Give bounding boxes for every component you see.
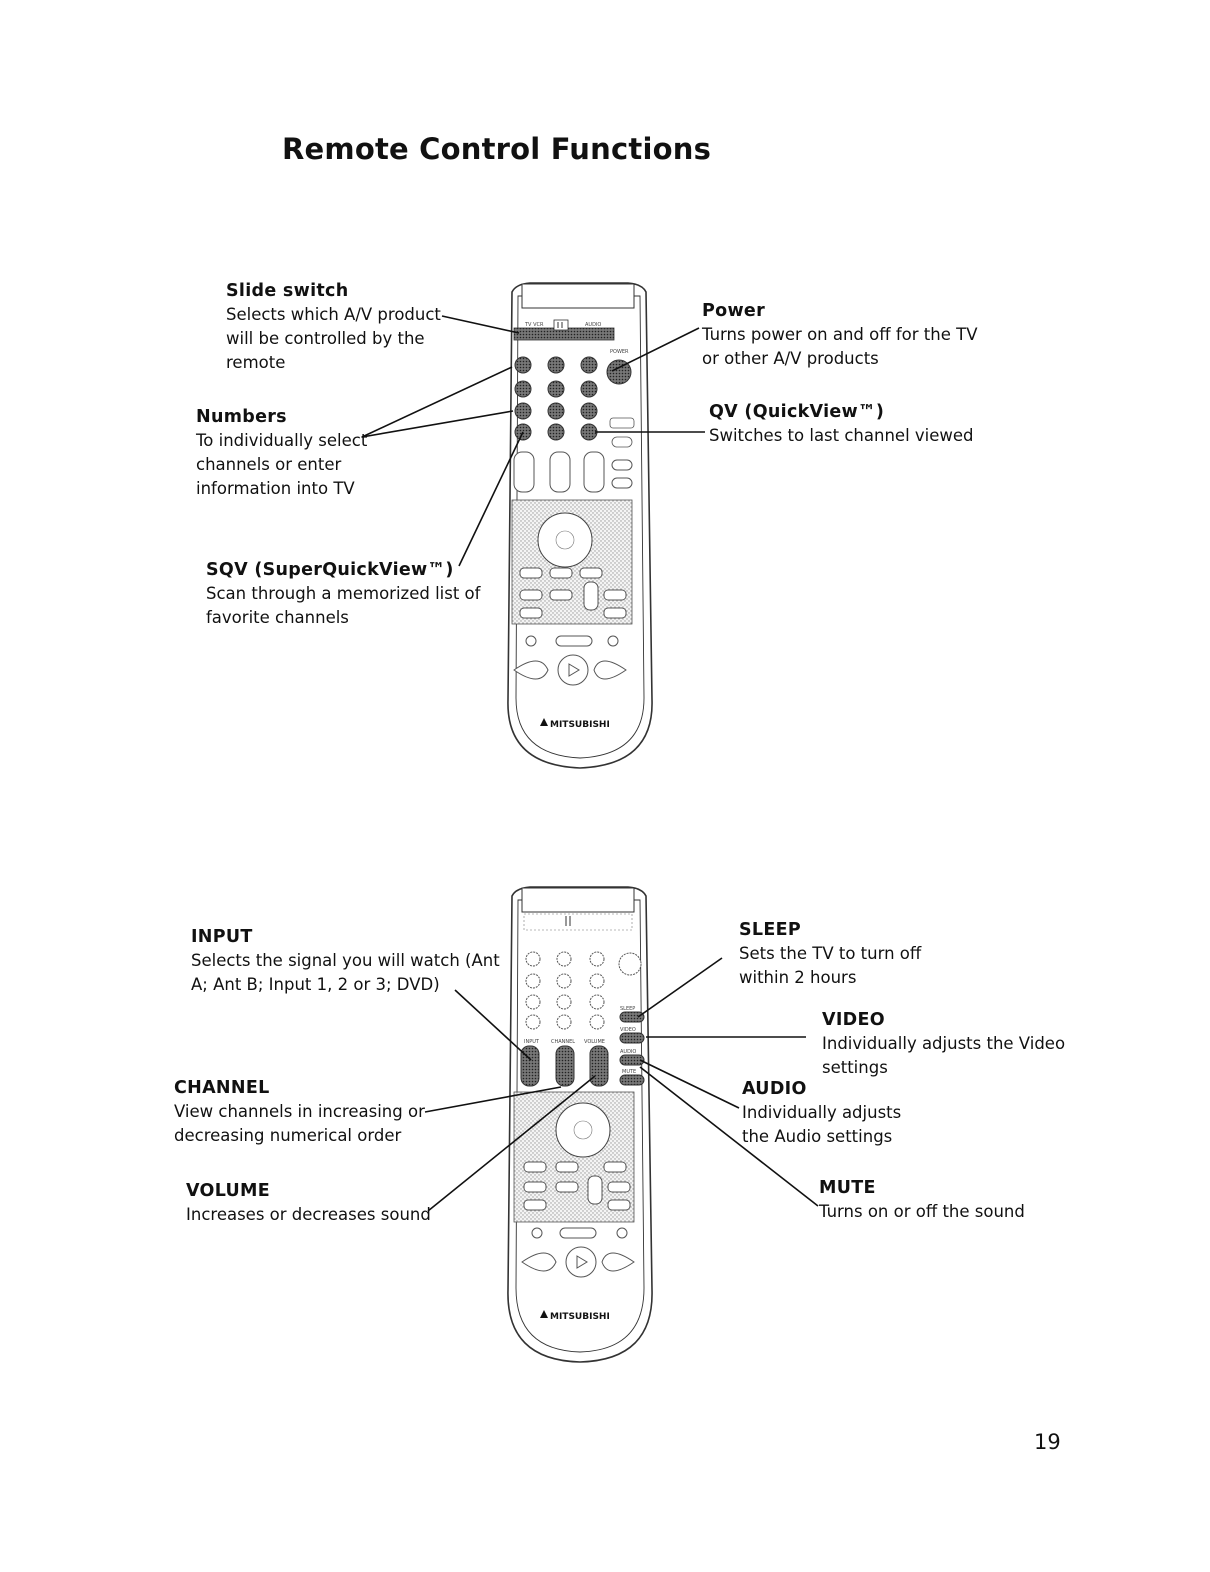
svg-text:MITSUBISHI: MITSUBISHI [550,720,610,730]
svg-text:AUDIO: AUDIO [620,1049,636,1055]
svg-text:POWER: POWER [610,349,629,355]
volume-description: Increases or decreases sound [186,1205,431,1224]
bottom-leader-lines [424,957,819,1212]
input-heading: INPUT [191,927,253,947]
mute-heading: MUTE [819,1178,876,1198]
qv-heading: QV (QuickView™) [709,402,885,422]
svg-text:AUDIO: AUDIO [585,322,601,328]
sleep-callout: SLEEP Sets the TV to turn off within 2 h… [739,918,921,990]
slide-switch-callout: Slide switch Selects which A/V product w… [226,279,441,375]
sqv-description: Scan through a memorized list of favorit… [206,584,481,627]
svg-text:VIDEO: VIDEO [620,1027,636,1033]
sleep-heading: SLEEP [739,920,801,940]
slide-switch: TV VCR AUDIO [513,319,615,341]
top-remote: TV VCR AUDIO POWER [507,282,653,769]
page-number: 19 [1034,1430,1061,1454]
numbers-heading: Numbers [196,407,287,427]
numbers-callout: Numbers To individually select channels … [196,405,367,501]
power-description: Turns power on and off for the TV or oth… [702,325,978,368]
power-callout: Power Turns power on and off for the TV … [702,299,977,371]
number-keypad [514,356,598,441]
svg-text:MITSUBISHI: MITSUBISHI [550,1312,610,1322]
rocker-buttons [513,451,633,493]
channel-callout: CHANNEL View channels in increasing or d… [174,1076,425,1148]
channel-heading: CHANNEL [174,1078,270,1098]
video-description: Individually adjusts the Video settings [822,1034,1066,1077]
svg-text:INPUT: INPUT [524,1039,540,1045]
svg-text:CHANNEL: CHANNEL [551,1039,575,1045]
page-title: Remote Control Functions [282,132,712,166]
power-button: POWER [606,349,632,385]
input-description: Selects the signal you will watch (Ant A… [191,951,500,994]
qv-callout: QV (QuickView™) Switches to last channel… [709,400,974,448]
mute-description: Turns on or off the sound [819,1202,1025,1221]
channel-description: View channels in increasing or decreasin… [174,1102,425,1145]
bottom-rockers: INPUT CHANNEL VOLUME [520,1039,609,1087]
video-heading: VIDEO [822,1010,885,1030]
sqv-callout: SQV (SuperQuickView™) Scan through a mem… [206,558,480,630]
bottom-number-keypad [525,951,642,1030]
svg-text:SLEEP: SLEEP [620,1006,635,1012]
numbers-description: To individually select channels or enter… [196,431,368,498]
slide-switch-description: Selects which A/V product will be contro… [226,305,441,372]
video-callout: VIDEO Individually adjusts the Video set… [822,1008,1065,1080]
sleep-description: Sets the TV to turn off within 2 hours [739,944,922,987]
mute-callout: MUTE Turns on or off the sound [819,1176,1025,1224]
volume-heading: VOLUME [186,1181,271,1201]
qv-description: Switches to last channel viewed [709,426,974,445]
svg-text:VOLUME: VOLUME [584,1039,605,1045]
audio-callout: AUDIO Individually adjusts the Audio set… [742,1077,901,1149]
bottom-side-buttons: SLEEP VIDEO AUDIO MUTE [619,1006,645,1086]
bottom-remote: SLEEP VIDEO AUDIO MUTE INPUT CHANNEL VOL… [507,886,653,1363]
input-callout: INPUT Selects the signal you will watch … [191,925,500,997]
top-leader-lines [361,315,705,567]
audio-heading: AUDIO [742,1079,807,1099]
svg-text:MUTE: MUTE [622,1069,636,1075]
slide-switch-heading: Slide switch [226,281,349,301]
audio-description: Individually adjusts the Audio settings [742,1103,902,1146]
power-heading: Power [702,301,766,321]
sqv-heading: SQV (SuperQuickView™) [206,560,454,580]
svg-text:TV VCR: TV VCR [524,322,544,328]
volume-callout: VOLUME Increases or decreases sound [186,1179,431,1227]
